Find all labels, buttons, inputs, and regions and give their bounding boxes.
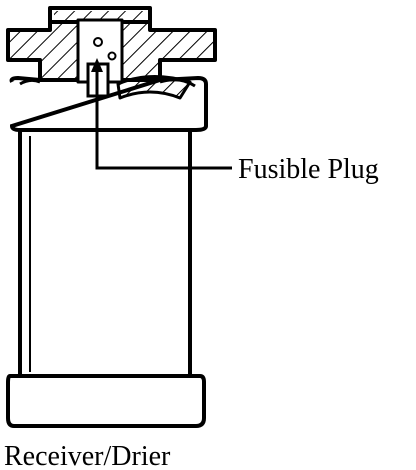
- port-hole-2: [107, 51, 117, 61]
- port-hole: [93, 37, 103, 47]
- can-lower-rim: [6, 374, 206, 428]
- fitting-cap: [48, 6, 152, 22]
- label-fusible-plug: Fusible Plug: [238, 154, 379, 185]
- leader-arrowhead: [91, 58, 103, 72]
- label-receiver-drier: Receiver/Drier: [4, 441, 171, 470]
- can-body: [6, 75, 208, 428]
- can-upper-rim: [9, 75, 208, 132]
